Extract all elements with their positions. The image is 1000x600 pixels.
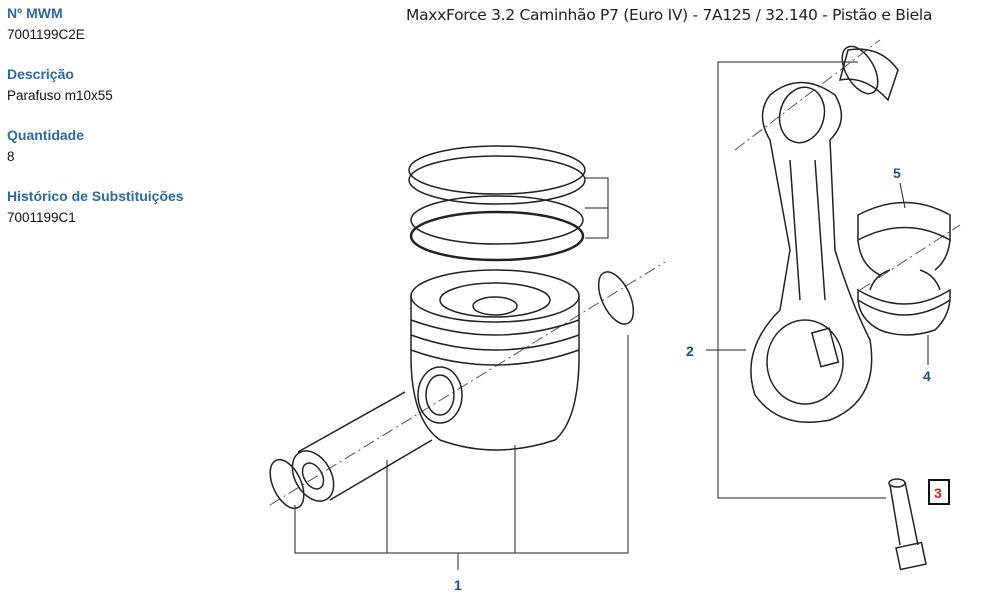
snap-rings [269,271,635,510]
bearing-shell-small-end [838,45,899,102]
field-value: Parafuso m10x55 [7,88,113,103]
conrod-bolt [888,478,927,571]
callout-3-highlight-box [928,479,950,505]
center-lines [269,39,961,506]
callout-1-leaders [294,335,629,570]
callout-5[interactable]: 5 [893,165,901,181]
piston [410,269,580,451]
bearing-shell-upper [857,201,951,276]
field-label: Nº MWM [7,5,63,21]
field-description: Descrição Parafuso m10x55 [7,65,247,105]
field-value: 8 [7,149,15,164]
callout-2[interactable]: 2 [686,343,694,359]
field-part-number: Nº MWM 7001199C2E [7,4,247,44]
part-info-panel: Nº MWM 7001199C2E Descrição Parafuso m10… [7,4,247,248]
piston-pin [291,391,433,502]
callout-3[interactable]: 3 [934,485,942,501]
bearing-shell-lower [857,269,951,336]
field-label: Descrição [7,66,74,82]
field-value: 7001199C1 [7,210,76,225]
diagram-title: MaxxForce 3.2 Caminhão P7 (Euro IV) - 7A… [406,6,933,24]
callout-1[interactable]: 1 [454,577,462,593]
field-label: Quantidade [7,127,85,143]
callout-4[interactable]: 4 [923,368,931,384]
field-value: 7001199C2E [7,27,85,42]
field-replacement-history: Histórico de Substituições 7001199C1 [7,187,247,227]
field-label: Histórico de Substituições [7,188,184,204]
connecting-rod [750,81,873,423]
field-quantity: Quantidade 8 [7,126,247,166]
piston-rings [408,145,609,262]
conrod-leaders [706,61,929,499]
